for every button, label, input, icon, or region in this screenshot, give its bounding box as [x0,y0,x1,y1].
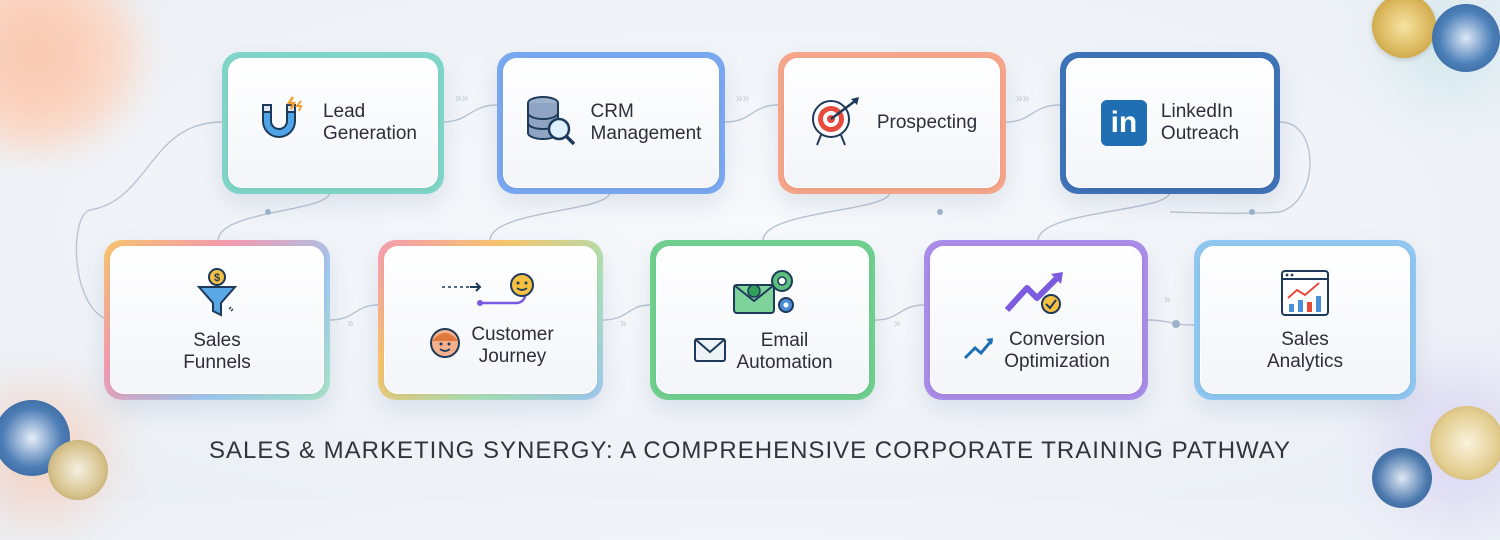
connector-node [1172,320,1180,328]
connector-line [1005,104,1061,123]
award-badge-icon [1430,406,1500,480]
svg-text:$: $ [214,272,220,284]
target-icon [807,93,863,154]
step-card-conversion-optimization[interactable]: Conversion Optimization [924,240,1148,400]
connector-lines: »» »» »» » » » » [75,91,1311,330]
connector-line [1147,319,1195,326]
step-card-email-automation[interactable]: Email Automation [650,240,875,400]
connector-line [489,191,611,241]
step-label: Sales Analytics [1266,328,1344,372]
conversion-row: Conversion Optimization [962,329,1110,373]
award-badge-icon [1372,0,1436,58]
step-card-crm-management[interactable]: CRM Management [497,52,725,194]
step-label: Customer Journey [471,323,554,367]
connector-node [937,209,943,215]
funnel-dollar-icon: $ [193,267,241,324]
step-label: Sales Funnels [183,329,251,373]
award-badge-icon [1372,448,1432,508]
step-card-sales-analytics[interactable]: Sales Analytics [1194,240,1416,400]
step-label: Lead Generation [322,101,417,144]
connector-line [441,104,498,123]
arrow-glyph: »» [1016,91,1030,105]
connector-line [1037,191,1171,241]
envelope-icon [692,334,728,369]
arrow-glyph: » [894,316,901,330]
connector-line [217,191,331,241]
step-card-body: Email Automation [656,246,869,394]
award-badge-icon [1432,4,1500,72]
step-card-body: Prospecting [784,58,1000,188]
connector-line [329,304,379,321]
award-badge-icon [48,440,108,500]
arrow-glyph: » [1164,292,1171,306]
small-trend-icon [962,334,996,367]
step-label: Email Automation [736,329,833,373]
step-card-body: CRM Management [503,58,719,188]
step-card-body: in LinkedIn Outreach [1066,58,1274,188]
step-card-body: $ Sales Funnels [110,246,324,394]
connector-line [75,121,223,319]
step-card-linkedin-outreach[interactable]: in LinkedIn Outreach [1060,52,1280,194]
step-card-body: Customer Journey [384,246,597,394]
trend-up-icon [1001,268,1071,323]
step-card-body: Conversion Optimization [930,246,1142,394]
step-card-sales-funnels[interactable]: $ Sales Funnels [104,240,330,400]
linkedin-icon: in [1100,100,1147,146]
page-title: SALES & MARKETING SYNERGY: A COMPREHENSI… [208,437,1292,464]
customer-avatar-icon [427,325,463,366]
magnet-icon [249,91,309,156]
connector-line [762,191,891,241]
database-search-icon [521,93,577,154]
connector-line [874,304,925,321]
step-card-customer-journey[interactable]: Customer Journey [378,240,603,400]
arrow-glyph: »» [736,91,750,105]
analytics-chart-icon [1279,268,1331,323]
arrow-glyph: » [620,316,627,330]
step-card-body: Sales Analytics [1200,246,1410,394]
step-card-prospecting[interactable]: Prospecting [778,52,1006,194]
email-automation-row: Email Automation [692,329,833,374]
arrow-glyph: » [347,316,354,330]
connector-node [265,209,271,215]
step-label: LinkedIn Outreach [1160,101,1240,144]
step-label: CRM Management [590,101,702,144]
connector-line [1169,121,1311,215]
connector-line [724,104,779,123]
step-card-lead-generation[interactable]: Lead Generation [222,52,444,194]
customer-journey-row: Customer Journey [427,323,554,368]
connector-node [1249,209,1255,215]
step-label: Prospecting [876,112,978,133]
step-label: Conversion Optimization [1004,328,1110,372]
arrow-glyph: »» [455,91,469,105]
connector-line [602,304,651,321]
customer-journey-icon [436,272,546,318]
email-gear-icon [728,267,798,324]
step-card-body: Lead Generation [228,58,438,188]
